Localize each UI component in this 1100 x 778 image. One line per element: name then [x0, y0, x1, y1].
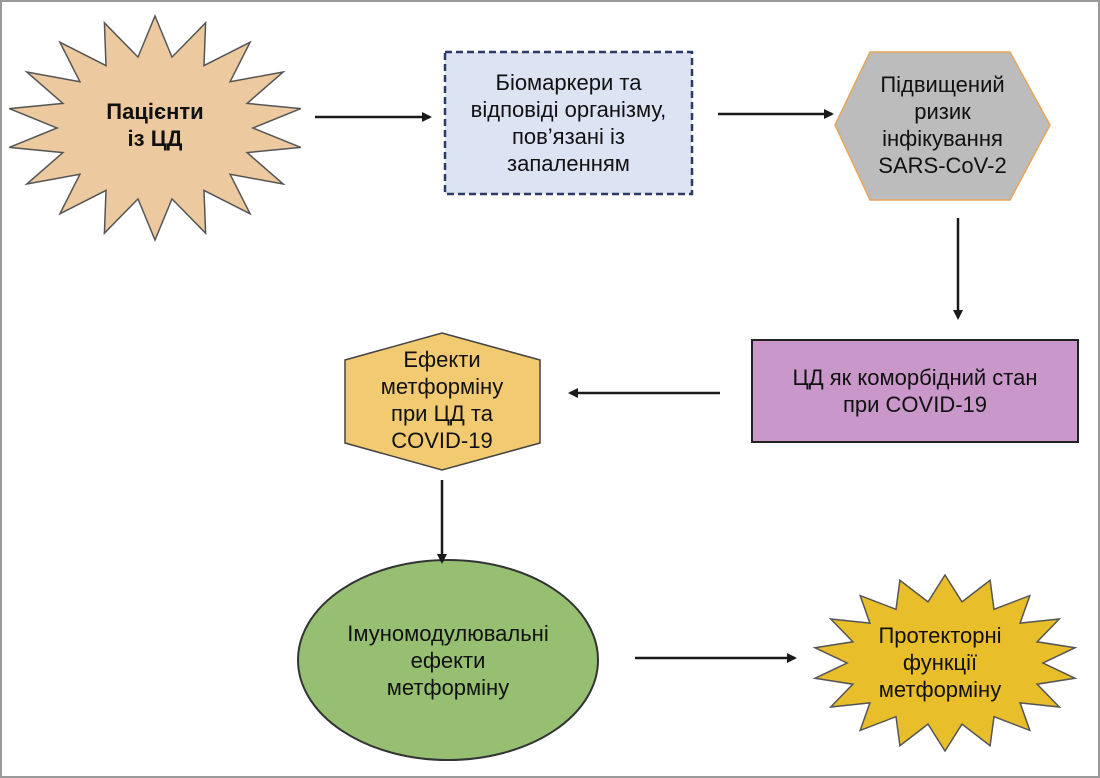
protective-label: Протекторні функції метформіну: [878, 623, 1002, 702]
comorbid-box: [751, 339, 1079, 443]
protective-starburst: [812, 573, 1078, 753]
immunomodulatory-ellipse: [297, 559, 599, 761]
patients-label: Пацієнти із ЦД: [106, 99, 204, 151]
comorbid-label: ЦД як коморбідний стан при COVID-19: [792, 365, 1038, 417]
risk-octagon: [834, 51, 1051, 201]
metformin-effects-hexagon: [344, 332, 541, 471]
immunomodulatory-label: Імуномодулювальні ефекти метформіну: [347, 620, 549, 700]
patients-starburst: [8, 14, 302, 242]
biomarkers-box: [443, 50, 694, 196]
metformin-effects-label: Ефекти метформіну при ЦД та COVID-19: [380, 347, 504, 453]
biomarkers-label: Біомаркери та відповіді організму, пов’я…: [470, 70, 667, 176]
risk-label: Підвищений ризик інфікування SARS-CoV-2: [878, 72, 1007, 178]
